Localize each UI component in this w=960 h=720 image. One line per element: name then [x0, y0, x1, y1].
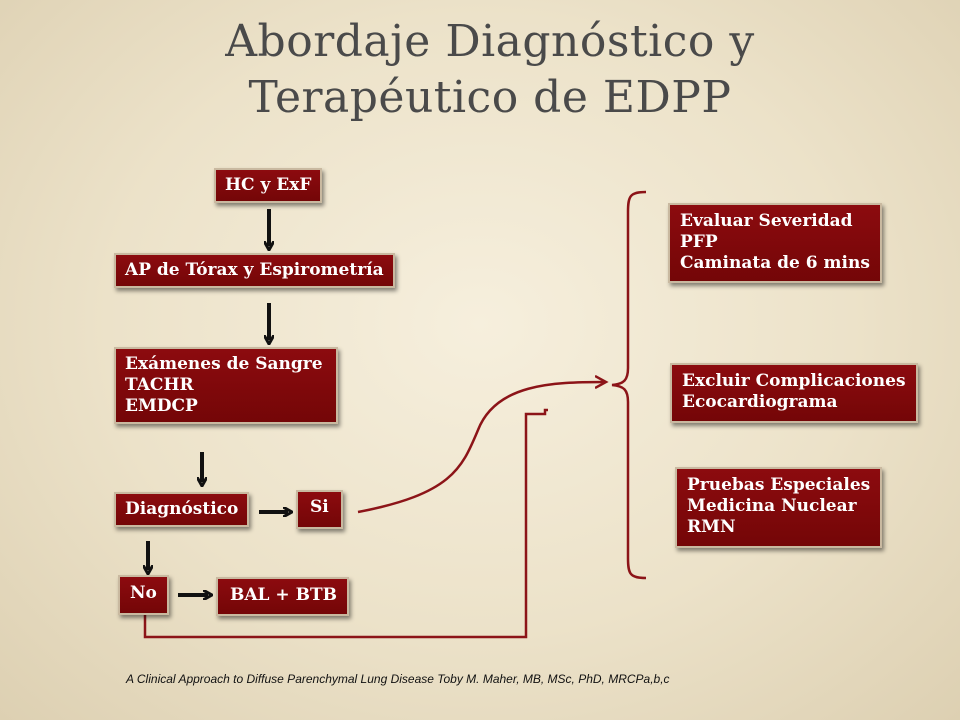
- special-line-1: Pruebas Especiales: [687, 475, 871, 495]
- exams-line-1: Exámenes de Sangre: [125, 354, 323, 374]
- connector-si-to-bracket: [357, 382, 605, 514]
- title-line-1: Abordaje Diagnóstico y: [225, 16, 755, 67]
- box-ap-torax-espirometria: AP de Tórax y Espirometría: [114, 253, 395, 288]
- exams-line-2: TACHR: [125, 375, 194, 395]
- special-line-3: RMN: [687, 517, 736, 537]
- exams-line-3: EMDCP: [125, 396, 198, 416]
- box-si: Si: [296, 490, 343, 529]
- complications-line-1: Excluir Complicaciones: [682, 371, 906, 391]
- complications-line-2: Ecocardiograma: [682, 392, 838, 412]
- box-diagnostico: Diagnóstico: [114, 492, 250, 527]
- box-examenes: Exámenes de Sangre TACHR EMDCP: [114, 347, 338, 424]
- box-excluir-complicaciones: Excluir Complicaciones Ecocardiograma: [670, 363, 918, 423]
- bracket-brace: [611, 190, 647, 580]
- box-no: No: [118, 575, 169, 615]
- box-evaluar-severidad: Evaluar Severidad PFP Caminata de 6 mins: [668, 203, 882, 283]
- severity-line-2: PFP: [680, 232, 718, 252]
- citation-text: A Clinical Approach to Diffuse Parenchym…: [126, 672, 670, 686]
- severity-line-1: Evaluar Severidad: [680, 211, 853, 231]
- special-line-2: Medicina Nuclear: [687, 496, 857, 516]
- title-line-2: Terapéutico de EDPP: [248, 72, 732, 123]
- box-hc-exf: HC y ExF: [214, 168, 323, 203]
- severity-line-3: Caminata de 6 mins: [680, 253, 870, 273]
- box-pruebas-especiales: Pruebas Especiales Medicina Nuclear RMN: [675, 467, 883, 548]
- box-bal-btb: BAL + BTB: [216, 577, 349, 616]
- slide-title: Abordaje Diagnóstico y Terapéutico de ED…: [0, 14, 960, 126]
- connector-no-to-bracket: [143, 408, 548, 639]
